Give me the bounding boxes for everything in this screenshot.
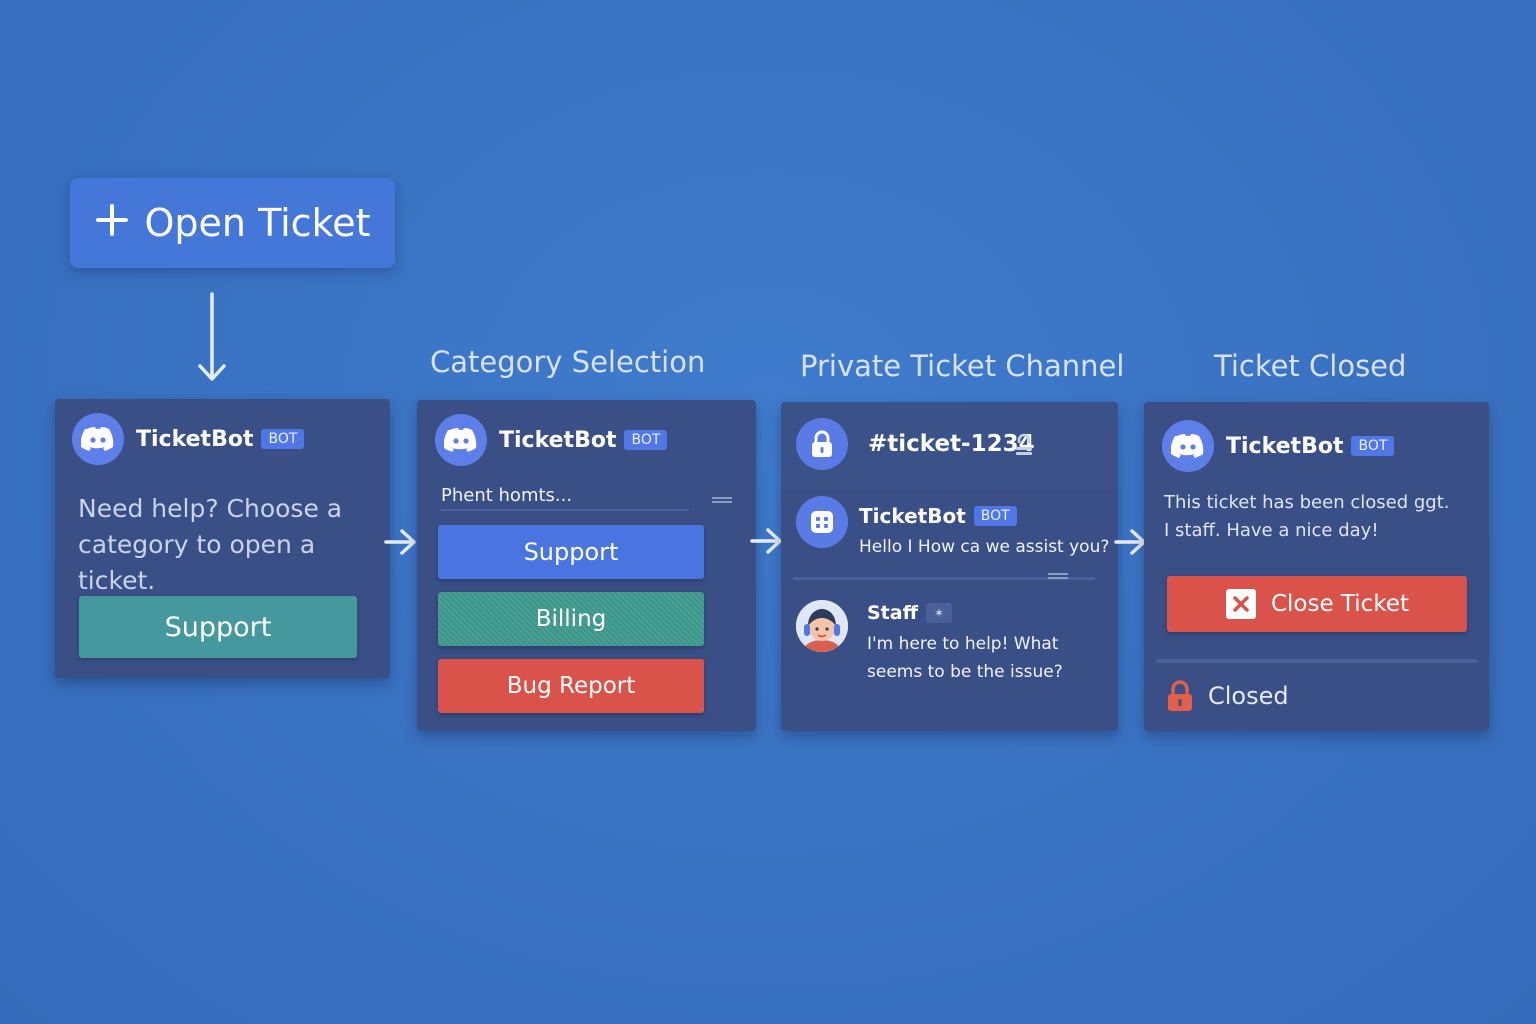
channel-name: #ticket-1234 bbox=[868, 431, 1035, 457]
bot-header: TicketBot BOT bbox=[72, 413, 305, 465]
close-icon bbox=[1225, 588, 1257, 620]
drag-handle-icon bbox=[1048, 573, 1068, 579]
step-title-category: Category Selection bbox=[430, 345, 706, 379]
bot-name: TicketBot bbox=[499, 427, 617, 453]
support-button[interactable]: Support bbox=[79, 596, 357, 658]
right-arrow-icon bbox=[1114, 529, 1146, 555]
bot-name: TicketBot bbox=[859, 504, 966, 528]
lock-icon bbox=[1168, 680, 1192, 711]
step-title-channel: Private Ticket Channel bbox=[800, 349, 1125, 383]
divider bbox=[793, 577, 1095, 580]
bot-message: Hello I How ca we assist you? bbox=[859, 537, 1110, 557]
discord-icon bbox=[1162, 420, 1214, 472]
drag-handle-icon bbox=[712, 497, 732, 503]
open-ticket-label: Open Ticket bbox=[144, 201, 371, 245]
option-support-button[interactable]: Support bbox=[438, 525, 704, 579]
divider bbox=[1156, 659, 1478, 663]
status-text: Closed bbox=[1208, 682, 1289, 710]
close-ticket-label: Close Ticket bbox=[1270, 591, 1409, 617]
bot-avatar-icon bbox=[796, 496, 848, 548]
right-arrow-icon bbox=[384, 529, 416, 555]
staff-star-icon: ✶ bbox=[925, 603, 953, 623]
bot-header: TicketBot BOT bbox=[435, 414, 668, 466]
prompt-message: Need help? Choose a category to open a t… bbox=[78, 494, 343, 595]
ticket-channel-panel: #ticket-1234 TicketBot BOT Hello I How c… bbox=[781, 402, 1118, 731]
closed-message-line-2: I staff. Have a nice day! bbox=[1164, 520, 1379, 541]
plus-icon bbox=[95, 201, 129, 245]
option-billing-button[interactable]: Billing bbox=[438, 592, 704, 646]
bot-tag: BOT bbox=[1351, 436, 1395, 456]
close-ticket-button[interactable]: Close Ticket bbox=[1167, 576, 1467, 632]
bot-header: TicketBot BOT bbox=[859, 504, 1017, 528]
bot-tag: BOT bbox=[973, 506, 1017, 526]
open-ticket-button[interactable]: Open Ticket bbox=[70, 178, 395, 268]
bot-tag: BOT bbox=[624, 430, 668, 450]
bot-name: TicketBot bbox=[136, 426, 254, 452]
lock-icon bbox=[796, 418, 848, 470]
category-select[interactable]: Phent homts... bbox=[441, 485, 689, 511]
staff-header: Staff ✶ bbox=[867, 602, 953, 624]
staff-message: I'm here to help! What seems to be the i… bbox=[867, 634, 1063, 682]
channel-lock-icon bbox=[1016, 433, 1032, 455]
right-arrow-icon bbox=[750, 528, 782, 554]
bot-header: TicketBot BOT bbox=[1162, 420, 1395, 472]
down-arrow-icon bbox=[198, 292, 226, 381]
step-title-closed: Ticket Closed bbox=[1214, 349, 1407, 383]
staff-avatar bbox=[796, 600, 848, 652]
discord-icon bbox=[435, 414, 487, 466]
prompt-panel: TicketBot BOT Need help? Choose a catego… bbox=[55, 399, 390, 678]
category-panel: TicketBot BOT Phent homts... Support Bil… bbox=[417, 400, 756, 731]
bot-tag: BOT bbox=[261, 429, 305, 449]
option-bug-report-button[interactable]: Bug Report bbox=[438, 659, 704, 713]
staff-name: Staff bbox=[867, 602, 918, 624]
ticket-closed-panel: TicketBot BOT This ticket has been close… bbox=[1144, 402, 1489, 731]
bot-name: TicketBot bbox=[1226, 433, 1344, 459]
closed-message-line-1: This ticket has been closed ggt. bbox=[1164, 492, 1450, 513]
discord-icon bbox=[72, 413, 124, 465]
status-row: Closed bbox=[1166, 680, 1289, 712]
